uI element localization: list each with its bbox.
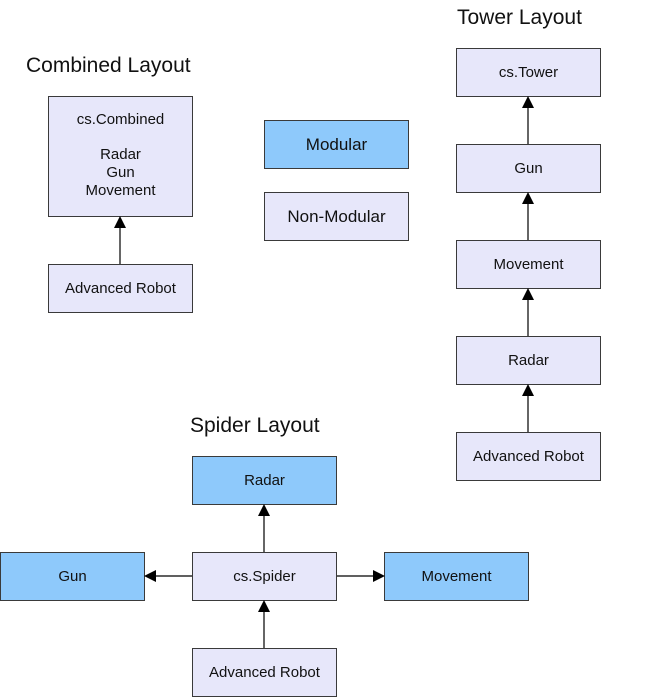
tower-node-advanced-robot: Advanced Robot [456, 432, 601, 481]
combined-node-line-radar: Radar [100, 146, 141, 163]
legend-modular: Modular [264, 120, 409, 169]
tower-node-movement: Movement [456, 240, 601, 289]
combined-node-line-movement: Movement [85, 182, 156, 199]
combined-node-title: cs.Combined [76, 111, 165, 128]
combined-node: cs.Combined Radar Gun Movement [48, 96, 193, 217]
spider-node-radar: Radar [192, 456, 337, 505]
tower-node-radar: Radar [456, 336, 601, 385]
tower-node-gun: Gun [456, 144, 601, 193]
spider-node-movement: Movement [384, 552, 529, 601]
legend-non-modular: Non-Modular [264, 192, 409, 241]
spider-layout-heading: Spider Layout [190, 414, 320, 437]
combined-node-line-gun: Gun [106, 164, 135, 181]
spider-node-gun: Gun [0, 552, 145, 601]
tower-layout-heading: Tower Layout [457, 6, 582, 29]
combined-layout-heading: Combined Layout [26, 54, 191, 77]
spider-node-cs-spider: cs.Spider [192, 552, 337, 601]
combined-advanced-robot-node: Advanced Robot [48, 264, 193, 313]
